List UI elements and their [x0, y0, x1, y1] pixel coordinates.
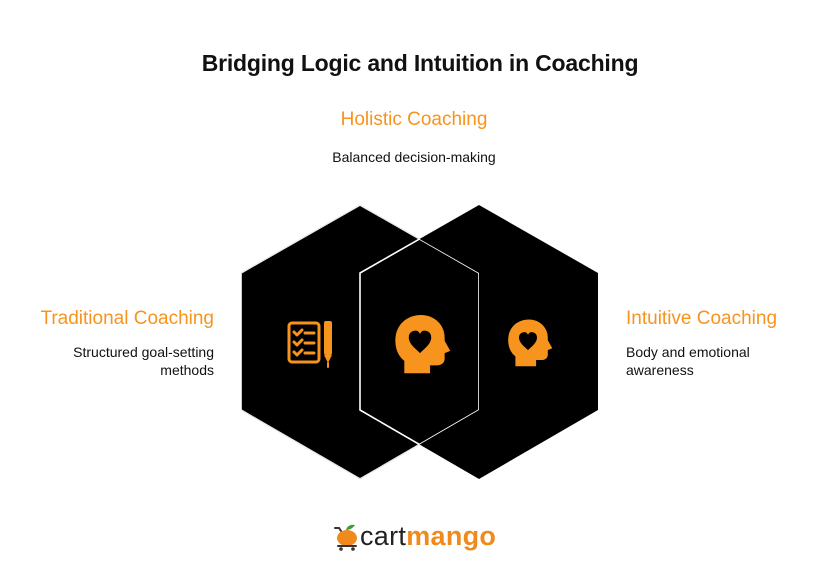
head-heart-icon	[508, 319, 553, 367]
logo-text-cart: cart	[360, 520, 407, 551]
overlap-outline-right	[359, 205, 479, 479]
intuitive-coaching-title: Intuitive Coaching	[626, 308, 778, 329]
head-heart-icon	[395, 315, 451, 374]
diagram-title: Bridging Logic and Intuition in Coaching	[201, 50, 639, 76]
traditional-description-line-1: Structured goal-setting	[73, 344, 214, 360]
traditional-coaching-title: Traditional Coaching	[40, 308, 214, 329]
intuitive-description-line-1: Body and emotional	[626, 344, 750, 360]
intuitive-description-line-2: awareness	[626, 362, 694, 378]
traditional-description-line-2: methods	[160, 362, 214, 378]
holistic-coaching-description: Balanced decision-making	[332, 149, 496, 165]
mango-cart-icon	[334, 524, 357, 551]
intuitive-coaching-description: Body and emotional awareness	[626, 343, 806, 379]
traditional-coaching-description: Structured goal-setting methods	[30, 343, 214, 379]
holistic-coaching-title: Holistic Coaching	[340, 109, 488, 130]
logo-text-mango: mango	[406, 520, 497, 551]
checklist-pen-icon	[287, 321, 332, 368]
